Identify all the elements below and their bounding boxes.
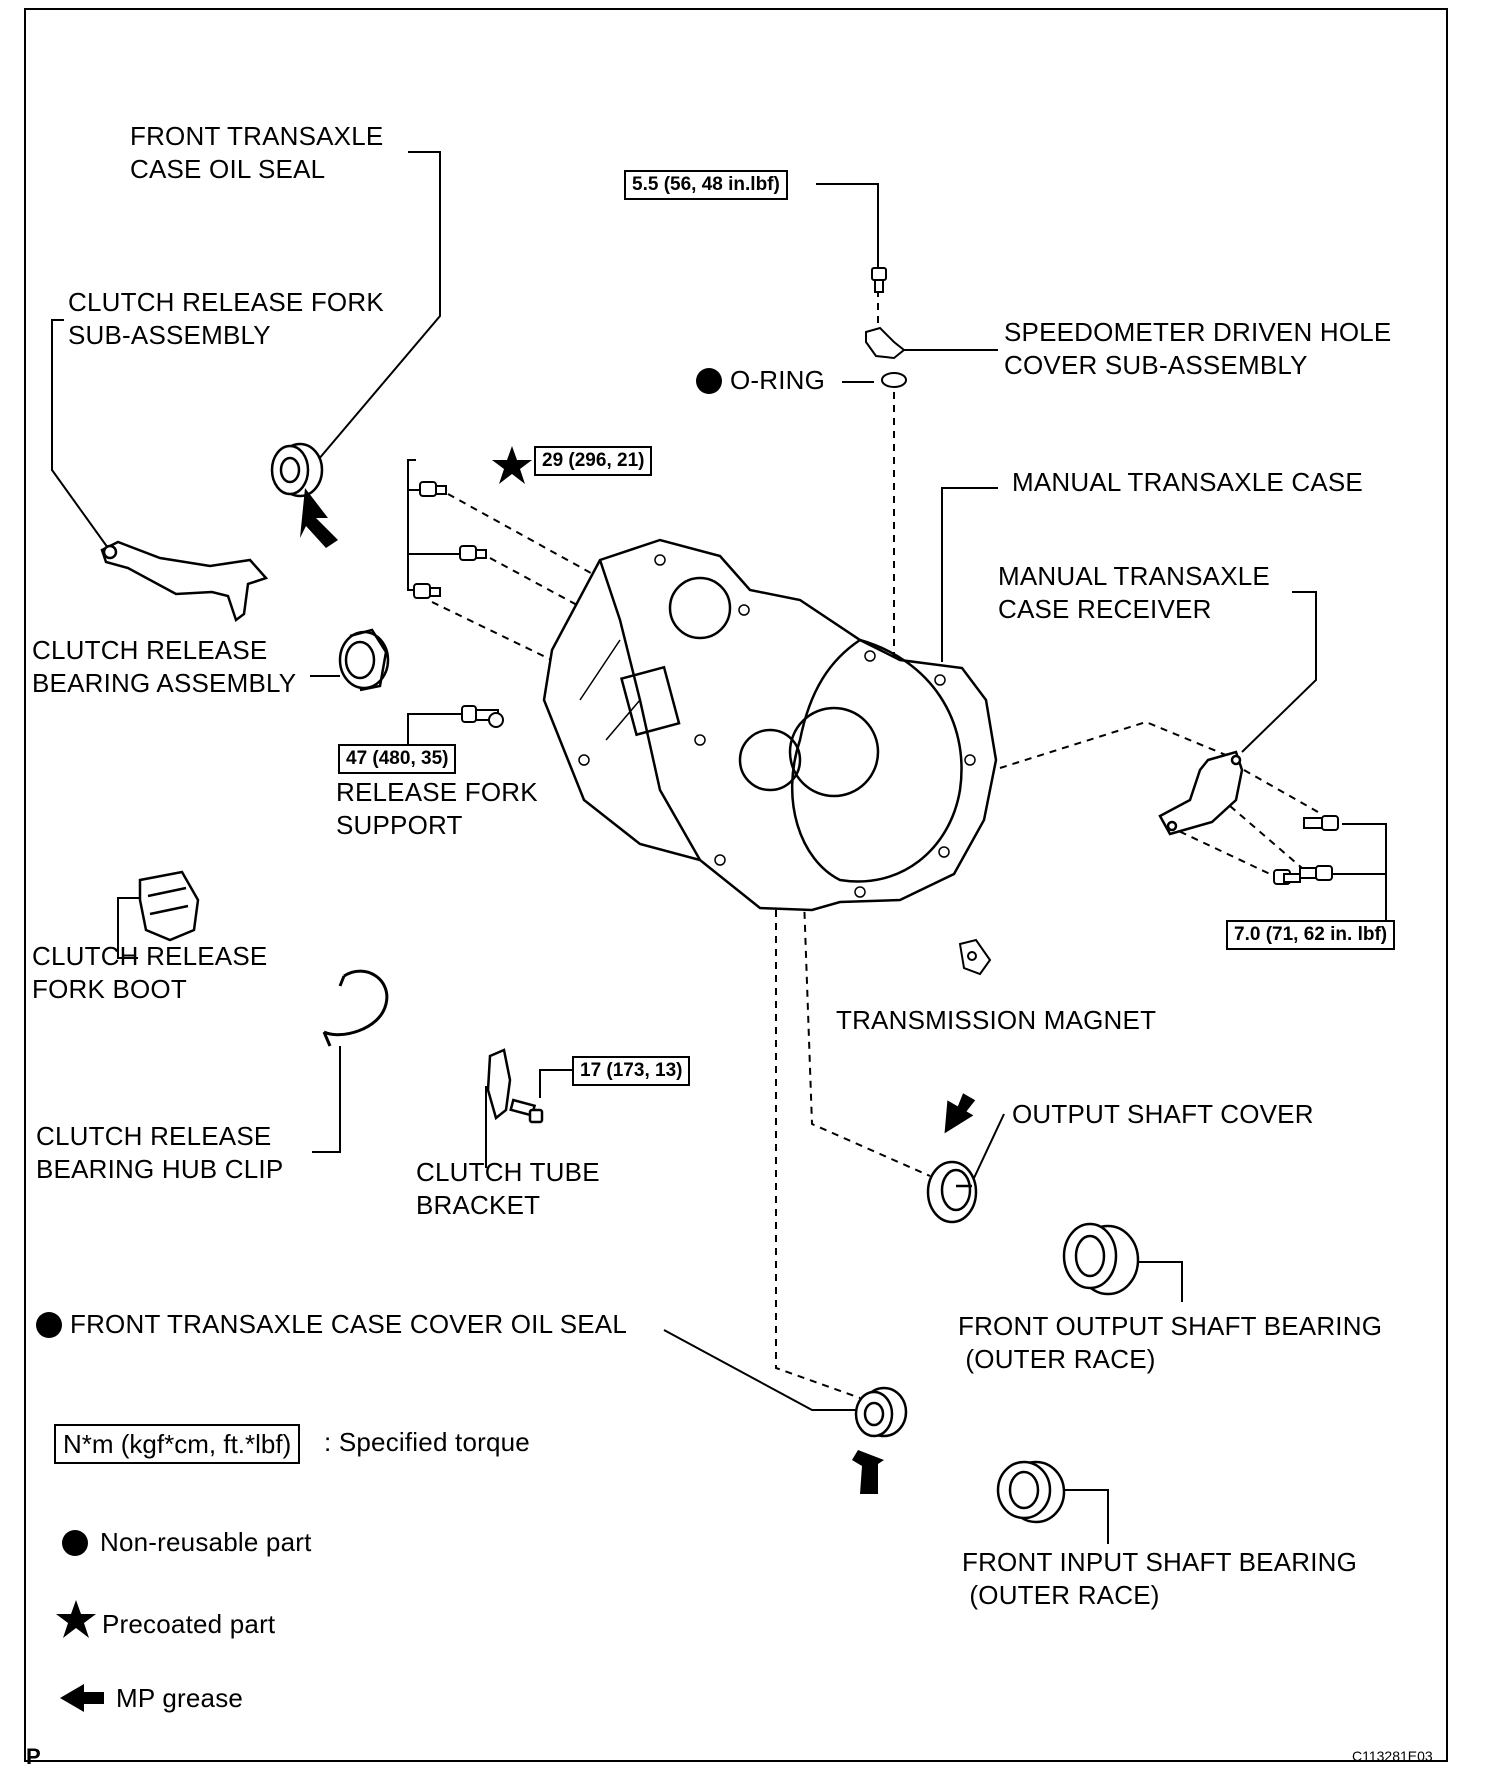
nonreusable-dot-icon <box>696 368 722 394</box>
case-receiver-part <box>1158 750 1244 836</box>
precoated-star-icon <box>492 446 532 484</box>
front-oil-seal-part <box>270 442 324 498</box>
leader-output-bearing <box>1128 1261 1183 1302</box>
grease-arrow-case-cover-seal <box>852 1450 884 1494</box>
leader-speedo-torque <box>816 183 879 268</box>
grease-arrow-front-seal <box>300 488 338 548</box>
label-magnet: TRANSMISSION MAGNET <box>836 1005 1157 1035</box>
legend-torque-text: : Specified torque <box>324 1427 530 1457</box>
leader-front-oil-seal <box>317 151 441 461</box>
nonreusable-dot-icon <box>36 1312 62 1338</box>
leader-case-cover-seal <box>663 1329 858 1411</box>
torque-speedo: 5.5 (56, 48 in.lbf) <box>624 170 788 200</box>
corner-mark: P <box>26 1744 41 1769</box>
leader-case-bolts <box>407 459 418 591</box>
legend-nonreusable: Non-reusable part <box>100 1527 312 1557</box>
legend-precoated: Precoated part <box>102 1609 276 1639</box>
clutch-release-fork-part <box>100 540 269 623</box>
leader-bracket-torque <box>539 1069 572 1098</box>
clutch-release-bearing-part <box>338 628 390 692</box>
legend-arrow-icon <box>60 1684 104 1712</box>
manual-transaxle-case <box>542 538 998 912</box>
label-case-cover-seal: FRONT TRANSAXLE CASE COVER OIL SEAL <box>70 1309 628 1339</box>
speedometer-cover-part <box>865 267 907 388</box>
receiver-bolts <box>1273 815 1339 885</box>
label-input-bearing: FRONT INPUT SHAFT BEARING (OUTER RACE) <box>962 1547 1358 1610</box>
output-shaft-cover-part <box>926 1160 978 1224</box>
leader-case-receiver <box>1241 591 1317 753</box>
figure-code: C113281E03 <box>1352 1748 1433 1764</box>
leader-output-cover <box>973 1113 1005 1179</box>
diagram-frame <box>24 8 1448 1762</box>
torque-bracket: 17 (173, 13) <box>572 1056 691 1086</box>
case-bolts <box>413 481 487 599</box>
release-fork-support-part <box>461 705 504 728</box>
clutch-tube-bracket-part <box>486 1048 544 1124</box>
torque-case-bolts: 29 (296, 21) <box>534 446 653 476</box>
torque-receiver: 7.0 (71, 62 in. lbf) <box>1226 920 1396 950</box>
leader-receiver-torque <box>1342 823 1387 920</box>
leader-fork-support-torque <box>407 713 462 744</box>
legend-star-icon <box>56 1600 96 1638</box>
leader-fork-boot <box>117 897 150 959</box>
case-cover-seal-part <box>854 1386 908 1438</box>
torque-fork-support: 47 (480, 35) <box>338 744 457 774</box>
grease-arrow-output-cover <box>944 1093 976 1134</box>
label-manual-case: MANUAL TRANSAXLE CASE <box>1012 467 1363 497</box>
leader-hub-clip <box>312 1046 341 1153</box>
leader-input-bearing <box>1060 1489 1109 1544</box>
leader-manual-case <box>941 487 998 662</box>
legend-grease: MP grease <box>116 1683 244 1713</box>
output-bearing-part <box>1062 1222 1140 1296</box>
label-output-cover: OUTPUT SHAFT COVER <box>1012 1099 1314 1129</box>
fork-boot-part <box>138 870 200 942</box>
legend-dot-icon <box>62 1530 88 1556</box>
leader-clutch-fork <box>51 319 109 549</box>
legend-torque-box: N*m (kgf*cm, ft.*lbf) <box>54 1424 301 1464</box>
transmission-magnet-part <box>958 938 992 976</box>
hub-clip-part <box>322 969 389 1047</box>
label-output-bearing: FRONT OUTPUT SHAFT BEARING (OUTER RACE) <box>958 1311 1383 1374</box>
label-o-ring: O-RING <box>730 365 826 395</box>
input-bearing-part <box>996 1460 1066 1524</box>
